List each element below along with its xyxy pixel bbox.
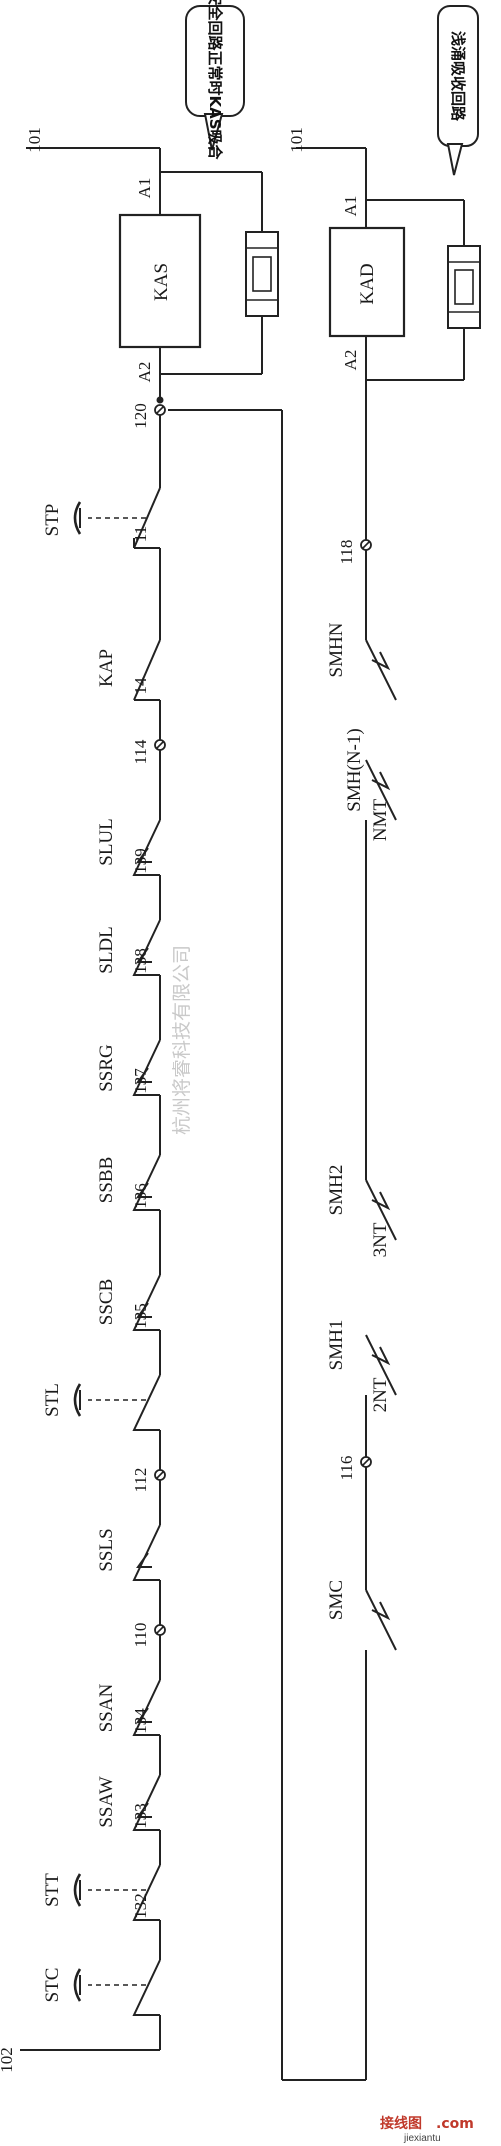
watermark: 杭州将睿科技有限公司	[171, 945, 193, 1135]
label-2nt: 2NT	[370, 1377, 391, 1412]
smc-switch	[365, 1589, 397, 1651]
label-ssan: SSAN	[96, 1683, 117, 1732]
label-ssbb: SSBB	[96, 1157, 117, 1203]
kad-relay-coil	[328, 226, 406, 338]
node-label-116: 116	[337, 1456, 356, 1481]
label-stt: STT	[42, 1873, 63, 1907]
node-label-101-right: 101	[287, 127, 306, 153]
ssls-switch	[132, 1524, 161, 1581]
node-label-120: 120	[131, 403, 150, 429]
label-stl: STL	[42, 1383, 63, 1417]
wire-number-11: 11	[131, 526, 150, 542]
brand-domain: .com	[436, 2116, 474, 2132]
stt-pushbutton-icon	[73, 1873, 82, 1907]
right-chain-labels: SMHN SMH(N-1)NMT SMH2 3NT SMH1 2NT SMC	[326, 622, 391, 1620]
label-3nt: 3NT	[370, 1222, 391, 1257]
kad-suppressor-icon	[447, 245, 481, 329]
smh2-switch	[365, 1179, 397, 1241]
node-label-102: 102	[0, 2047, 16, 2073]
stp-switch	[133, 487, 161, 549]
wire-number-139: 139	[131, 848, 150, 874]
ssbb-switch	[132, 1154, 161, 1211]
wire-number-135: 135	[131, 1303, 150, 1329]
brand-logo: 接线图 .com jiexiantu	[380, 2115, 474, 2144]
smh-n-1-switch	[365, 759, 397, 821]
label-kap: KAP	[96, 649, 117, 687]
kas-callout-text: 电梯安全回路正常时KAS吸合	[206, 0, 224, 161]
slul-switch	[132, 819, 161, 876]
kas-terminal-a1: A1	[135, 178, 154, 199]
brand-url: jiexiantu	[403, 2133, 441, 2144]
stl-pushbutton-icon	[73, 1383, 82, 1417]
kad-relay-label: KAD	[357, 263, 378, 304]
label-ssaw: SSAW	[96, 1776, 117, 1827]
label-smhn: SMHN	[326, 622, 347, 677]
wire-number-136: 136	[131, 1183, 150, 1209]
kap-switch	[133, 639, 161, 701]
node-label-118: 118	[337, 540, 356, 565]
ssaw-switch	[132, 1774, 161, 1831]
label-stp: STP	[42, 504, 63, 537]
label-sldl: SLDL	[96, 926, 117, 974]
wire-number-134: 134	[131, 1708, 150, 1734]
stp-pushbutton-icon	[73, 501, 82, 535]
kad-callout-text: 浅涌吸收回路	[449, 31, 467, 122]
label-smh2: SMH2	[326, 1165, 347, 1216]
label-stc: STC	[42, 1968, 63, 2003]
node-label-114: 114	[131, 739, 150, 764]
ssan-switch	[132, 1679, 161, 1736]
node-label-110: 110	[131, 1623, 150, 1648]
kas-suppressor-icon	[245, 231, 279, 317]
label-smc: SMC	[326, 1580, 347, 1620]
kad-terminal-a1: A1	[341, 196, 360, 217]
wire-number-138: 138	[131, 948, 150, 974]
wire-number-133: 133	[131, 1803, 150, 1829]
node-label-101-left: 101	[25, 127, 44, 153]
wire-number-137: 137	[131, 1068, 150, 1094]
kad-terminal-a2: A2	[341, 350, 360, 371]
smhn-switch	[365, 639, 397, 701]
label-smh1: SMH1	[326, 1320, 347, 1371]
kas-terminal-a2: A2	[135, 362, 154, 383]
label-ssrg: SSRG	[96, 1044, 117, 1092]
sscb-switch	[132, 1274, 161, 1331]
smh1-switch	[365, 1334, 397, 1396]
kas-relay-coil	[118, 213, 202, 349]
stt-switch	[132, 1864, 161, 1921]
node-markers-left	[154, 396, 166, 1636]
label-smh-n-1-: SMH(N-1)	[344, 728, 365, 811]
label-slul: SLUL	[96, 818, 117, 866]
wire-number-132: 132	[131, 1893, 150, 1919]
node-label-112: 112	[131, 1468, 150, 1493]
brand-name: 接线图	[380, 2115, 422, 2132]
node-markers-right	[360, 539, 372, 1468]
wire-number-14: 14	[131, 677, 150, 695]
stl-switch	[132, 1374, 161, 1431]
kas-relay-label: KAS	[151, 263, 172, 301]
ssrg-switch	[132, 1039, 161, 1096]
sldl-switch	[132, 919, 161, 976]
label-ssls: SSLS	[96, 1528, 117, 1571]
stc-pushbutton-icon	[73, 1968, 82, 2002]
stc-switch	[132, 1959, 161, 2016]
kas-callout-text-1: 电梯安全回路正常时KAS吸合	[206, 0, 224, 161]
label-sscb: SSCB	[96, 1279, 117, 1325]
label-nmt: NMT	[370, 799, 391, 842]
